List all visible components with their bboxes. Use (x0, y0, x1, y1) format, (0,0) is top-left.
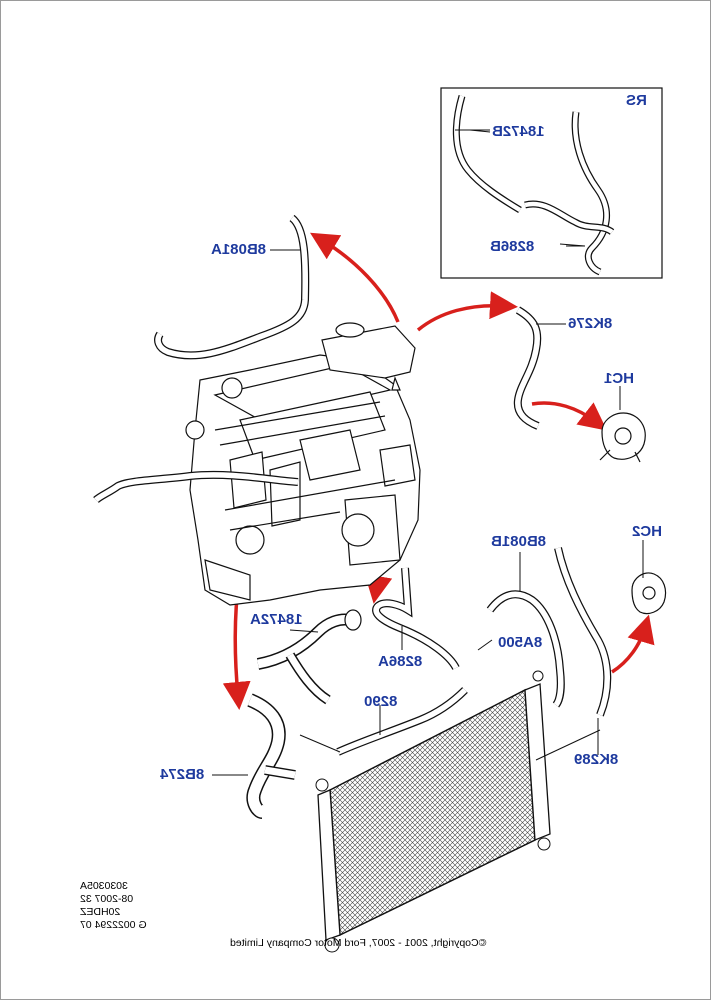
rs-inset (440, 87, 663, 279)
hose-8k276 (513, 306, 542, 430)
label-8a500: 8A500 (498, 634, 543, 651)
note-line-2: 08-2007 32 (80, 893, 134, 905)
expansion-tank (321, 322, 416, 391)
copyright-notice: ©Copyright, 2001 - 2007, Ford Motor Comp… (230, 937, 487, 949)
clip-hc1 (599, 412, 646, 463)
label-hc1: HC1 (604, 370, 635, 387)
label-8286b: 8286B (490, 238, 535, 255)
radiator (315, 670, 551, 953)
hose-engine-bypass (93, 470, 299, 504)
label-8290: 8290 (364, 693, 398, 710)
label-8k289: 8K289 (574, 751, 619, 768)
hose-8b274 (246, 693, 296, 819)
label-8286a: 8286A (378, 653, 423, 670)
note-line-3: 20HDEZ (80, 906, 121, 918)
label-8b081a: 8B081A (211, 241, 267, 258)
hose-8b081a (154, 214, 310, 360)
label-18472b: 18472B (492, 123, 545, 140)
label-hc2: HC2 (632, 523, 663, 540)
hose-8k289 (554, 547, 612, 717)
hose-8286a (372, 567, 460, 671)
leader-lines (212, 129, 644, 776)
label-18472a: 18472A (250, 611, 303, 628)
clip-hc2 (631, 572, 667, 615)
label-8b274: 8B274 (160, 766, 205, 783)
note-line-4: G 0022294 07 (80, 919, 147, 931)
label-8k276: 8K276 (568, 315, 613, 332)
reference-notes: 3030305A 08-2007 32 20HDEZ G 0022294 07 (80, 880, 150, 932)
engine-block (185, 354, 421, 606)
label-rs: RS (626, 92, 647, 109)
note-line-1: 3030305A (80, 880, 128, 892)
label-8b081b: 8B081B (491, 533, 547, 550)
hose-8290 (336, 687, 468, 756)
hose-8b081b (486, 590, 565, 708)
